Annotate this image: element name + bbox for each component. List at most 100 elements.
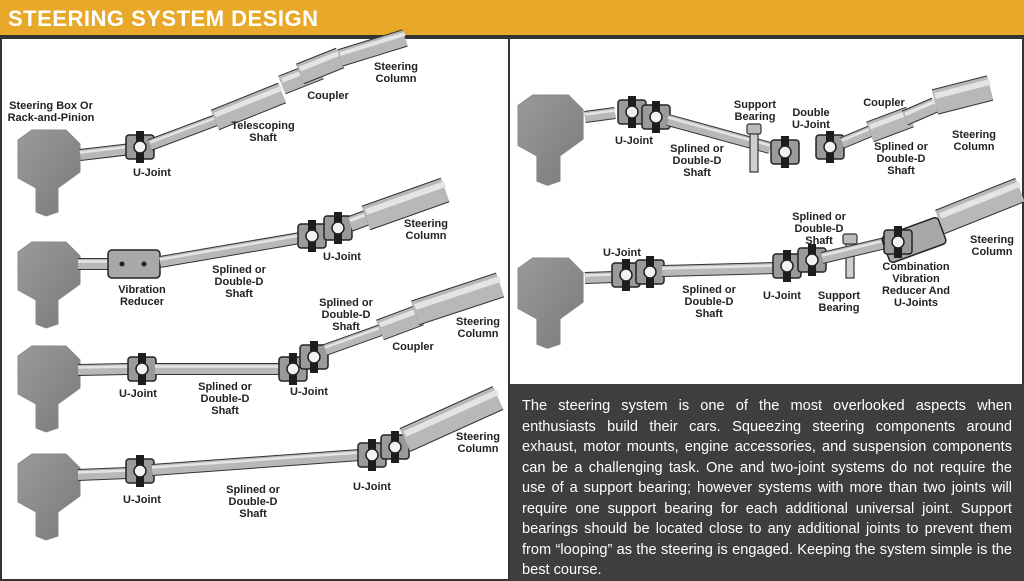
u-joint-bolt (365, 448, 379, 462)
coupler (866, 107, 914, 142)
u-joint-bolt (286, 362, 300, 376)
u-joint-bolt (643, 265, 657, 279)
label-u-joint: U-Joint (615, 135, 653, 147)
steering-column-base (347, 211, 369, 231)
steering-column-highlight (364, 181, 447, 215)
u-joint-bolt (778, 145, 792, 159)
u-joint-bolt (625, 105, 639, 119)
input-shaft-highlight (584, 273, 616, 277)
coupler-highlight (214, 85, 283, 118)
double-d-shaft (661, 263, 776, 276)
double-d-shaft-upper-highlight (821, 238, 891, 257)
double-d-shaft (159, 233, 301, 267)
info-paragraph: The steering system is one of the most o… (522, 398, 1012, 578)
vibration-reducer-dot (141, 261, 147, 267)
label-u-joint-left: U-Joint (603, 247, 641, 259)
coupler-highlight (379, 307, 421, 328)
input-shaft (584, 108, 616, 122)
double-d-shaft (151, 450, 361, 475)
support-bearing-head (842, 233, 858, 245)
double-d-shaft-highlight (661, 264, 776, 270)
u-joint-bolt (649, 110, 663, 124)
steering-box-icon (517, 94, 584, 186)
steering-box-icon (17, 241, 81, 329)
steering-column-highlight (934, 79, 991, 99)
info-panel: The steering system is one of the most o… (510, 384, 1024, 581)
steering-column-highlight (339, 32, 406, 56)
steering-column-highlight (938, 181, 1022, 219)
column-neck (902, 98, 938, 125)
double-d-shaft-highlight (159, 234, 301, 261)
steering-box-icon (17, 345, 81, 433)
double-d-shaft-highlight (151, 451, 361, 469)
input-shaft-highlight (77, 469, 129, 474)
steering-column-highlight (403, 389, 500, 437)
steering-box-icon (17, 453, 81, 541)
steering-column-base-highlight (349, 212, 367, 223)
coupler (211, 83, 286, 130)
u-joint-bolt (823, 140, 837, 154)
support-bearing-head (746, 123, 762, 135)
steering-column-highlight (414, 276, 501, 310)
label-coupler: Coupler (863, 97, 905, 109)
steering-box-icon (17, 129, 81, 217)
u-joint-bolt (133, 464, 147, 478)
u-joint-bolt (780, 259, 794, 273)
panel-divider (508, 37, 510, 581)
coupler-highlight (869, 109, 911, 130)
label-u-joint: U-Joint (133, 167, 171, 179)
u-joint-bolt (331, 221, 345, 235)
u-joint-bolt (805, 253, 819, 267)
steering-column (400, 387, 503, 451)
input-shaft-highlight (77, 365, 131, 369)
label-u-joint-mid: U-Joint (763, 290, 801, 302)
column-neck-highlight (904, 99, 936, 117)
label-u-joint-left: U-Joint (119, 388, 157, 400)
u-joint-bolt (388, 440, 402, 454)
steering-column (361, 178, 450, 230)
label-u-joint-right: U-Joint (290, 386, 328, 398)
coupler-sleeve (296, 48, 344, 84)
input-shaft (77, 364, 131, 375)
header-bar: STEERING SYSTEM DESIGN (0, 0, 1024, 37)
steering-box-icon (517, 257, 584, 349)
input-shaft (584, 272, 616, 283)
double-d-shaft-upper (820, 237, 892, 263)
vibration-reducer-icon (107, 249, 161, 279)
steering-column (411, 273, 504, 325)
u-joint-bolt (891, 235, 905, 249)
input-shaft-highlight (584, 109, 616, 116)
u-joint-bolt (619, 268, 633, 282)
label-u-joint: U-Joint (323, 251, 361, 263)
steering-column (337, 30, 408, 66)
steering-column (935, 178, 1024, 234)
label-u-joint-left: U-Joint (123, 494, 161, 506)
u-joint-bolt (305, 229, 319, 243)
label-u-joint-right: U-Joint (353, 481, 391, 493)
u-joint-bolt (135, 362, 149, 376)
coupler-sleeve-highlight (299, 50, 341, 72)
vibration-reducer-dot (119, 261, 125, 267)
coupler (376, 305, 424, 340)
label-coupler: Coupler (392, 341, 434, 353)
